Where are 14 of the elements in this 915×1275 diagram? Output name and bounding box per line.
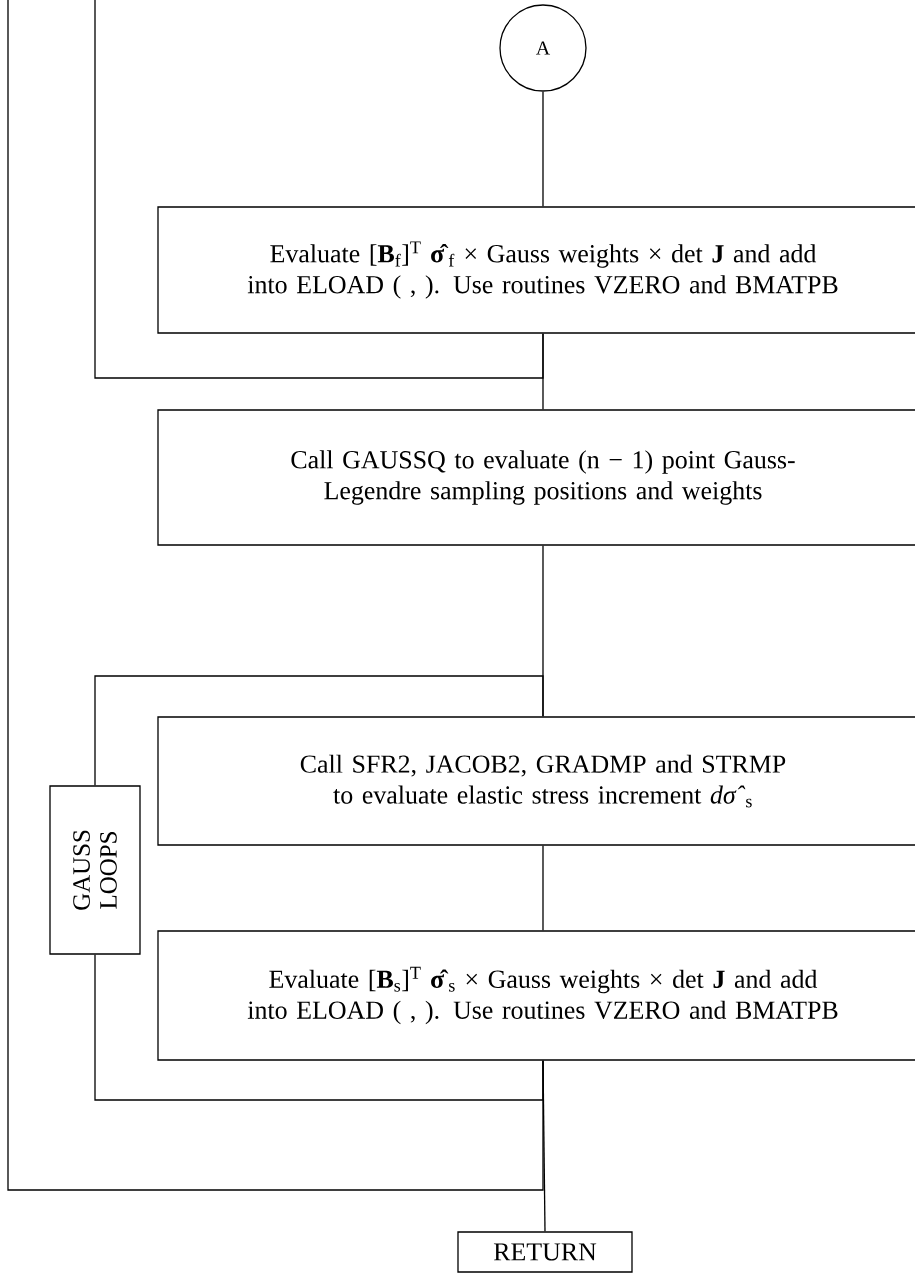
connector-line (542, 845, 544, 931)
connector-line (542, 1060, 546, 1232)
loop-label-box: GAUSS LOOPS (49, 785, 141, 955)
connector-line (7, 0, 544, 1191)
connector-line (94, 0, 544, 379)
connector-line (542, 91, 544, 207)
connector-line (94, 675, 544, 786)
process-box: Evaluate [B$_{f}$]$^{T}$ σ̂$_{f}$ × Gauss weights × det J and add into ELOAD ( , ). Use routines VZERO and BMATPB (157, 206, 915, 334)
process-box: Call GAUSSQ to evaluate (n − 1) point Gauss-Legendre sampling positions and weights (157, 409, 915, 546)
connector-line (542, 333, 544, 410)
terminal-box: RETURN (457, 1231, 633, 1273)
process-box: Call SFR2, JACOB2, GRADMP and STRMP to evaluate elastic stress increment dσ̂$_{s}$ (157, 716, 915, 846)
connector-line (94, 954, 544, 1101)
process-box: Evaluate [B$_{s}$]$^{T}$ σ̂$_{s}$ × Gauss weights × det J and add into ELOAD ( , ). Use routines VZERO and BMATPB (157, 930, 915, 1061)
